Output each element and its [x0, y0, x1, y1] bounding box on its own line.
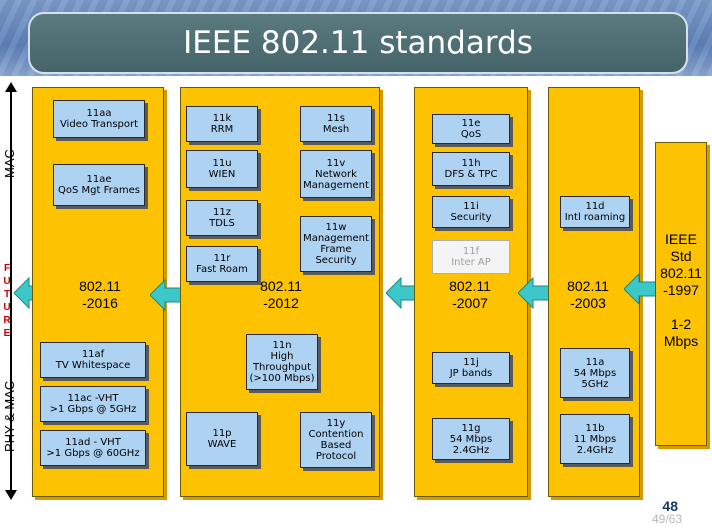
- column-802-11-2016: [32, 87, 164, 497]
- era-label-2016: 802.11-2016: [79, 278, 121, 311]
- page-title: IEEE 802.11 standards: [183, 25, 533, 61]
- title-bar: IEEE 802.11 standards: [28, 12, 688, 74]
- arrow-1997-to-2003-icon: [624, 272, 658, 306]
- era-label-2003: 802.11-2003: [567, 278, 609, 311]
- arrow-2012-to-2016-icon: [150, 278, 184, 312]
- axis-arrow-down-icon: [5, 490, 17, 500]
- page-number: 48: [662, 498, 678, 514]
- phy-mac-label: PHY & MAC: [2, 380, 17, 452]
- ieee-std-1997-box: IEEE Std 802.11 -1997 1-2 Mbps: [655, 142, 707, 446]
- std-box-11ac: 11ac -VHT>1 Gbps @ 5GHz: [40, 386, 146, 422]
- era-label-2007: 802.11-2007: [449, 278, 491, 311]
- vertical-axis-line: [10, 88, 12, 496]
- era-label-2012: 802.11-2012: [260, 278, 302, 311]
- mac-label: MAC: [2, 149, 17, 178]
- std-box-11ad: 11ad - VHT>1 Gbps @ 60GHz: [40, 430, 146, 466]
- page-number-faded: 49/63: [651, 512, 682, 526]
- axis-arrow-up-icon: [5, 82, 17, 92]
- future-label: F U T U R E: [3, 263, 11, 339]
- arrow-2003-to-2007-icon: [518, 276, 552, 310]
